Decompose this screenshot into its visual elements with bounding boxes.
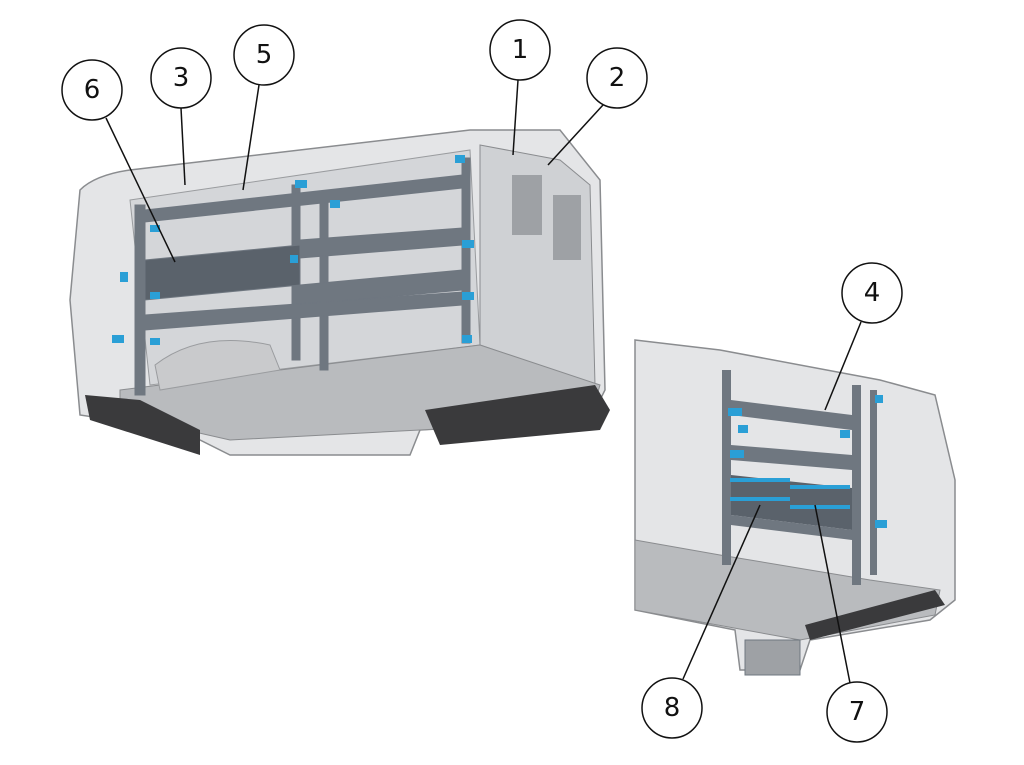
vent-panel: [512, 175, 542, 235]
leader-lines: [105, 79, 862, 684]
callout-label: 2: [609, 63, 626, 93]
callout-8: 8: [641, 677, 703, 739]
shelving-rack: [134, 157, 471, 396]
callout-label: 8: [664, 693, 681, 723]
callout-2: 2: [586, 47, 648, 109]
callout-4: 4: [841, 262, 903, 324]
callout-6: 6: [61, 59, 123, 121]
van-interior-passenger-side: [634, 339, 956, 676]
callout-1: 1: [489, 19, 551, 81]
callout-label: 7: [849, 697, 866, 727]
floor-mat: [805, 590, 945, 640]
callout-5: 5: [233, 24, 295, 86]
floor-mat: [85, 395, 200, 455]
floor-mat: [425, 385, 610, 445]
callout-7: 7: [826, 681, 888, 743]
callout-label: 1: [512, 35, 529, 65]
callout-label: 5: [256, 40, 273, 70]
van-interior-driver-side: [69, 129, 610, 456]
mounting-brackets: [728, 395, 887, 528]
callout-3: 3: [150, 47, 212, 109]
callout-label: 4: [864, 278, 881, 308]
mounting-brackets: [112, 155, 474, 345]
callout-label: 6: [84, 75, 101, 105]
callout-label: 3: [173, 63, 190, 93]
vent-panel: [553, 195, 581, 260]
